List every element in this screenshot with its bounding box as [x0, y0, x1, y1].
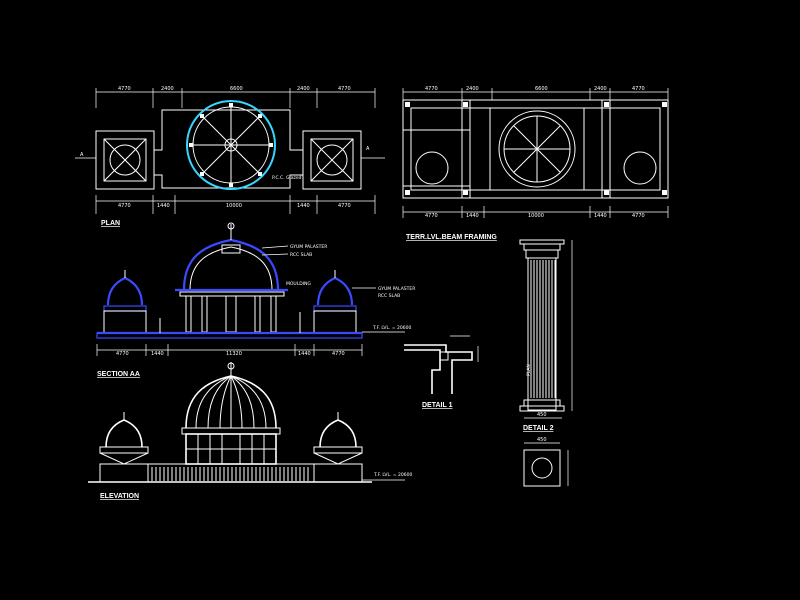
- section-note-rcc-1: RCC SLAB: [290, 252, 312, 258]
- beam-framing-title: TERR.LVL.BEAM FRAMING: [406, 234, 497, 241]
- plan-section-mark-right: A: [366, 146, 370, 152]
- section-aa-view: GYUM PALASTER RCC SLAB MOULDING GYUM PAL…: [96, 222, 415, 378]
- beam-dim-top-4: 2400: [594, 86, 607, 92]
- plan-section-mark-left: A: [80, 152, 84, 158]
- plan-left-dome-circle: [109, 144, 141, 176]
- section-note-gyum-1: GYUM PALASTER: [290, 244, 327, 250]
- section-dim-4: 1440: [298, 351, 311, 357]
- beam-dim-bottom-1: 4770: [425, 213, 438, 219]
- section-dim-5: 4770: [332, 351, 345, 357]
- plan-dim-top-5: 4770: [338, 86, 351, 92]
- plan-dim-bottom-4: 1440: [297, 203, 310, 209]
- beam-dim-bottom-5: 4770: [632, 213, 645, 219]
- section-note-moulding: MOULDING: [286, 281, 311, 287]
- beam-dim-top-2: 2400: [466, 86, 479, 92]
- plan-right-kiosk: [302, 130, 362, 190]
- plan-dim-bottom-2: 1440: [157, 203, 170, 209]
- plan-central-dome-outer: [186, 100, 276, 190]
- plan-right-dome-circle: [316, 144, 348, 176]
- plan-dimension-ticks-top: [95, 88, 376, 108]
- beam-outer-frame: [402, 99, 669, 199]
- detail-2-shaft: [527, 257, 557, 411]
- beam-framing-view: 4770 2400 6600 2400 4770 4770: [402, 86, 669, 241]
- elevation-balusters: [151, 467, 309, 481]
- section-columns: [185, 295, 277, 333]
- detail-1-title: DETAIL 1: [422, 402, 453, 409]
- detail-1-beam: [404, 349, 441, 394]
- section-note-gyum-2: GYUM PALASTER: [378, 286, 415, 292]
- detail-1-view: DETAIL 1: [404, 335, 479, 409]
- beam-dim-total: 10000: [528, 213, 544, 219]
- beam-dim-bottom-2: 1440: [466, 213, 479, 219]
- plan-dome-ribs: [193, 107, 269, 183]
- section-dim-3: 11320: [226, 351, 242, 357]
- detail-2-base-plan: [523, 449, 561, 487]
- beam-right-circle: [623, 151, 657, 185]
- plan-dim-top-2: 2400: [161, 86, 174, 92]
- beam-dim-bottom-4: 1440: [594, 213, 607, 219]
- plan-right-kiosk-inner: [310, 138, 354, 182]
- beam-dim-top-1: 4770: [425, 86, 438, 92]
- detail-2-base: [519, 405, 565, 412]
- plan-dim-total: 10000: [226, 203, 242, 209]
- section-dim-2: 1440: [151, 351, 164, 357]
- beam-central-bay: [489, 107, 585, 191]
- beam-left-circle: [415, 151, 449, 185]
- plan-view: 4770 2400 6600 2400 4770: [75, 86, 385, 227]
- detail-2-view: PLAN 450 DETAIL 2 450: [519, 239, 573, 487]
- section-dim-1: 4770: [116, 351, 129, 357]
- plan-pcc-note: P.C.C. Glazed: [272, 175, 302, 181]
- elevation-view: T.F. LVL. = 20600 ELEVATION: [88, 362, 412, 500]
- plan-title: PLAN: [101, 220, 120, 227]
- detail-2-title: DETAIL 2: [523, 425, 554, 432]
- plan-dim-bottom-1: 4770: [118, 203, 131, 209]
- elevation-tfl-note: T.F. LVL. = 20600: [373, 472, 412, 478]
- beam-dim-top-3: 6600: [535, 86, 548, 92]
- beam-dim-top-5: 4770: [632, 86, 645, 92]
- elevation-dome-ribs: [195, 375, 267, 429]
- beam-central-circle: [498, 110, 576, 188]
- detail-2-base-width: 450: [537, 437, 547, 443]
- plan-dim-top-3: 6600: [230, 86, 243, 92]
- plan-dim-top-1: 4770: [118, 86, 131, 92]
- plan-column-dots: [189, 103, 273, 187]
- plan-dim-top-4: 2400: [297, 86, 310, 92]
- plan-left-kiosk-inner: [103, 138, 147, 182]
- detail-2-width: 450: [537, 412, 547, 418]
- section-aa-title: SECTION AA: [97, 371, 140, 378]
- elevation-title: ELEVATION: [100, 493, 139, 500]
- section-tfl-note: T.F. LVL. = 20600: [372, 325, 411, 331]
- detail-2-flutes: [530, 260, 556, 398]
- plan-left-kiosk: [95, 130, 155, 190]
- section-note-rcc-2: RCC SLAB: [378, 293, 400, 299]
- plan-dim-bottom-5: 4770: [338, 203, 351, 209]
- plan-platform-outline: [154, 109, 303, 151]
- detail-2-plan-label: PLAN: [526, 364, 532, 376]
- beam-radial-lines: [504, 116, 570, 182]
